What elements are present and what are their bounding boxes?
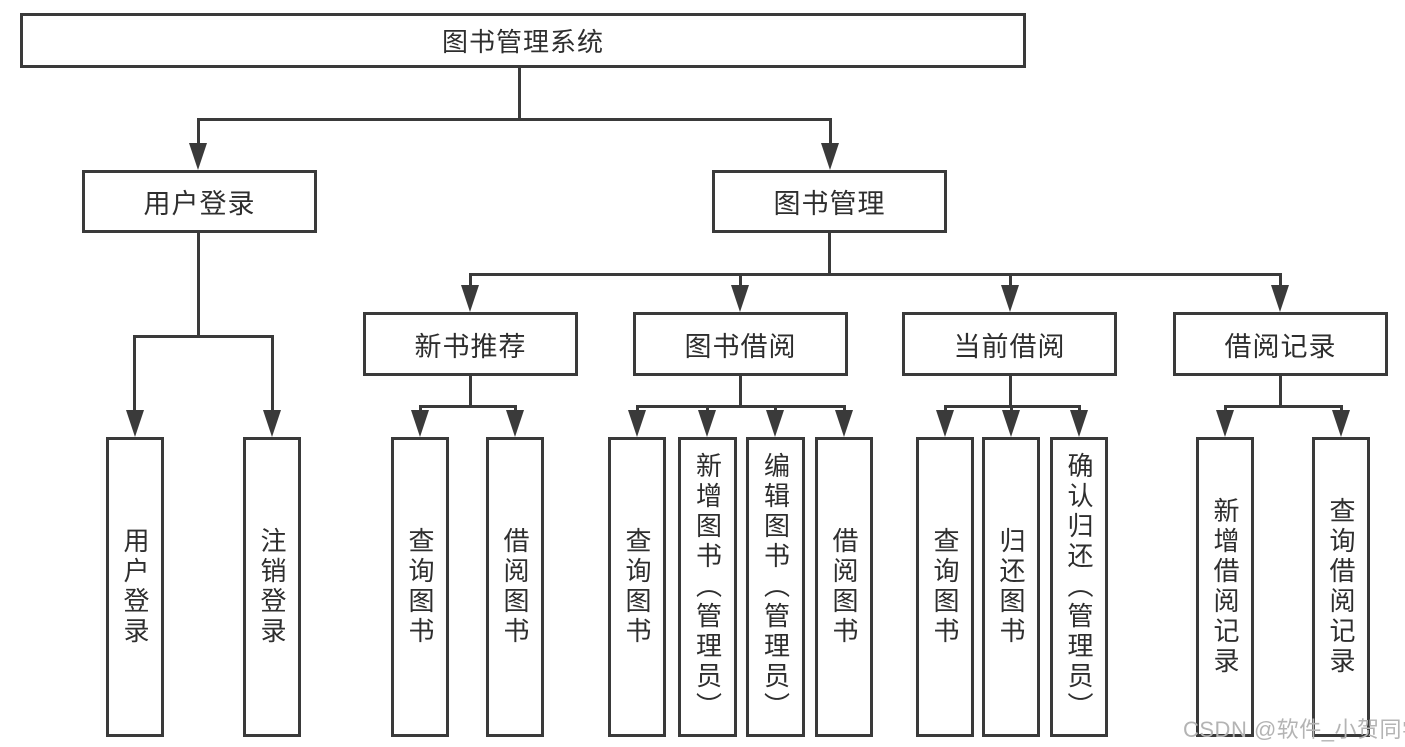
arrowhead-logout [263,410,281,437]
connector-stub [419,405,422,414]
connector-book-mgmt-rail [469,273,1282,276]
node-leaf-cb-query-book: 查询图书 [916,437,974,737]
node-leaf-bb-add-book: 新增图书（管理员） [678,437,737,737]
connector-to-book-mgmt [829,118,832,148]
connector-borrow-record-stem [1279,376,1282,408]
node-leaf-br-query-record: 查询借阅记录 [1312,437,1370,737]
connector-to-login [133,335,136,413]
node-label: 当前借阅 [953,331,1066,362]
node-label: 新书推荐 [414,331,527,362]
node-leaf-cb-confirm-return: 确认归还（管理员） [1050,437,1108,737]
node-label: 图书管理 [773,189,886,219]
arrowhead-login [126,410,144,437]
connector-stub [774,405,777,414]
connector-stub [514,405,517,414]
arrowhead-nbr-query-book [411,410,429,437]
node-leaf-nbr-query-book: 查询图书 [391,437,449,737]
connector-borrow-record-rail [1224,405,1343,408]
arrowhead-cb-query-book [936,410,954,437]
arrowhead-bb-borrow-book [835,410,853,437]
connector-to-new-book-rec [469,273,472,289]
node-borrow-record: 借阅记录 [1173,312,1388,376]
node-label: 用户登录 [143,189,256,219]
arrowhead-book-borrow [731,285,749,312]
connector-stub [1224,405,1227,414]
node-new-book-rec: 新书推荐 [363,312,578,376]
node-label: 归还图书 [996,527,1026,647]
node-label: 查询图书 [622,527,652,647]
node-label: 借阅记录 [1224,331,1337,362]
node-current-borrow: 当前借阅 [902,312,1117,376]
arrowhead-br-add-record [1216,410,1234,437]
connector-book-borrow-stem [739,376,742,408]
arrowhead-borrow-record [1271,285,1289,312]
node-label: 新增借阅记录 [1210,497,1240,677]
arrowhead-nbr-borrow-book [506,410,524,437]
node-root-library-system: 图书管理系统 [20,13,1026,68]
node-leaf-logout: 注销登录 [243,437,301,737]
arrowhead-bb-edit-book [766,410,784,437]
node-label: 用户登录 [120,527,150,647]
connector-user-login-rail [133,335,274,338]
node-leaf-bb-edit-book: 编辑图书（管理员） [746,437,805,737]
node-label: 图书借阅 [684,331,797,362]
arrowhead-current-borrow [1001,285,1019,312]
connector-to-book-borrow [739,273,742,289]
connector-to-user-login [197,118,200,148]
node-leaf-bb-query-book: 查询图书 [608,437,666,737]
connector-stub [944,405,947,414]
node-label: 图书管理系统 [441,27,604,57]
arrowhead-bb-add-book [698,410,716,437]
connector-to-borrow-record [1279,273,1282,289]
connector-root-stem [518,68,521,121]
node-label: 确认归还（管理员） [1064,452,1094,722]
connector-new-book-rec-stem [469,376,472,408]
arrowhead-cb-confirm-return [1070,410,1088,437]
arrowhead-user-login [189,143,207,170]
connector-stub [706,405,709,414]
connector-stub [1340,405,1343,414]
connector-user-login-stem [197,233,200,338]
node-user-login: 用户登录 [82,170,317,233]
csdn-watermark: CSDN @软件_小贺同学 [1183,717,1405,742]
connector-new-book-rec-rail [419,405,517,408]
node-label: 查询图书 [930,527,960,647]
connector-book-mgmt-stem [828,233,831,276]
arrowhead-book-mgmt [821,143,839,170]
arrowhead-bb-query-book [628,410,646,437]
connector-to-logout [271,335,274,413]
arrowhead-new-book-rec [461,285,479,312]
node-leaf-nbr-borrow-book: 借阅图书 [486,437,544,737]
connector-stub [1010,405,1013,414]
connector-level1-rail [197,118,832,121]
arrowhead-cb-return-book [1002,410,1020,437]
node-book-mgmt: 图书管理 [712,170,947,233]
connector-stub [1078,405,1081,414]
node-label: 借阅图书 [500,527,530,647]
connector-stub [843,405,846,414]
node-leaf-bb-borrow-book: 借阅图书 [815,437,873,737]
node-leaf-cb-return-book: 归还图书 [982,437,1040,737]
node-leaf-br-add-record: 新增借阅记录 [1196,437,1254,737]
arrowhead-br-query-record [1332,410,1350,437]
connector-stub [636,405,639,414]
node-label: 编辑图书（管理员） [760,452,791,722]
connector-current-borrow-stem [1009,376,1012,408]
node-book-borrow: 图书借阅 [633,312,848,376]
node-label: 注销登录 [257,527,287,647]
node-label: 查询借阅记录 [1326,497,1356,677]
node-label: 查询图书 [405,527,435,647]
connector-to-current-borrow [1009,273,1012,289]
node-leaf-user-login: 用户登录 [106,437,164,737]
connector-book-borrow-rail [636,405,846,408]
node-label: 借阅图书 [829,527,859,647]
node-label: 新增图书（管理员） [692,452,723,722]
